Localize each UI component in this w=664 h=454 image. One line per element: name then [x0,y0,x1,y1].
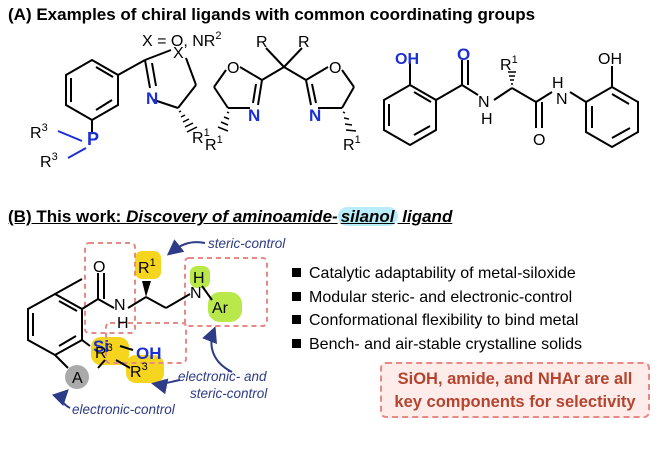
atom-h-right: H [552,75,564,92]
annotation-electronic: electronic-control [72,402,176,417]
feature-item: Modular steric- and electronic-control [292,286,582,310]
atom-oh-right: OH [598,51,622,68]
r1-highlight [135,251,161,279]
section-b-suffix: ligand [397,207,453,226]
section-a-title: (A) Examples of chiral ligands with comm… [8,5,536,24]
r3-label-2: R3 [130,361,148,381]
wedge-r1 [142,281,151,297]
ligand-bisoxazoline [213,47,355,109]
bullet-square-icon [292,268,301,277]
atom-si: Si [93,337,109,356]
atom-oh-b: OH [136,344,162,363]
atom-nh-h: H [193,270,205,287]
atom-h-b: H [117,315,129,332]
annotation-electronic-steric-2: steric-control [190,386,268,401]
atom-o-b: O [93,259,105,276]
nhar-highlight [190,266,242,322]
atom-n-b: N [114,297,126,314]
selectivity-callout: SiOH, amide, and NHAr are all key compon… [380,362,650,418]
atom-n-left: N [248,106,260,125]
arrow-electronic-steric-2 [151,378,181,395]
feature-item: Catalytic adaptability of metal-siloxide [292,262,582,286]
atom-r1-right: R1 [343,134,361,154]
bullet-square-icon [292,315,301,324]
hash-wedges-2 [217,111,357,132]
atom-r-a: R [256,34,268,51]
atom-x: X [173,45,184,62]
atom-r3-b: R3 [40,151,58,171]
atom-r1-1: R1 [192,127,210,147]
atom-r1-b: R1 [138,257,156,277]
r3-label-1: R3 [95,342,113,362]
atom-r1-left: R1 [205,134,223,154]
a-highlight [65,365,89,389]
atom-o-left: O [227,60,239,77]
annotation-steric: steric-control [208,236,286,251]
bullet-square-icon [292,338,301,348]
atom-n-1: N [146,89,158,108]
ligand-phosphine-oxazoline [57,49,197,159]
section-b-italic: Discovery of aminoamide- [126,207,338,226]
bullet-square-icon [292,291,301,301]
atom-p: P [87,129,99,149]
dashed-boxes [84,242,268,364]
annotation-electronic-steric-1: electronic- and [178,369,267,384]
atom-r-b: R [298,34,310,51]
atom-oh-left: OH [395,51,419,68]
atom-o-bottom: O [533,132,545,149]
callout-line-2: key components for selectivity [394,393,636,411]
r3-highlight-a [91,337,129,365]
feature-item: Conformational flexibility to bind metal [292,309,582,333]
callout-line-1: SiOH, amide, and NHAr are all [397,370,633,388]
atom-n-right: N [309,106,321,125]
atom-r1-3: R1 [500,54,518,74]
section-b-prefix: (B) This work: [8,207,127,226]
feature-list: Catalytic adaptability of metal-siloxide… [292,262,582,356]
arrow-steric [166,239,206,256]
ligand-salicylamide [383,60,639,149]
section-b-title: (B) This work: Discovery of aminoamide-s… [8,207,452,227]
x-definition: X = O, NR2 [142,30,221,50]
atom-o-top: O [457,45,470,64]
feature-item: Bench- and air-stable crystalline solids [292,333,582,357]
hash-wedge-3 [508,71,516,85]
atom-h-left: H [481,111,493,128]
arrow-electronic-steric-1 [202,326,233,373]
atom-a: A [72,370,83,387]
atom-o-right: O [329,60,341,77]
atom-nh-left: N [478,94,490,111]
arrow-electronic [51,389,71,409]
hash-wedge-1 [178,110,198,133]
silanol-highlight: silanol [337,207,398,226]
atom-nh-right: N [556,91,568,108]
atom-ar: Ar [212,300,229,317]
ligand-aminoamide-silanol [27,273,213,369]
atom-r3-a: R3 [30,122,48,142]
atom-nh-n: N [190,285,202,302]
